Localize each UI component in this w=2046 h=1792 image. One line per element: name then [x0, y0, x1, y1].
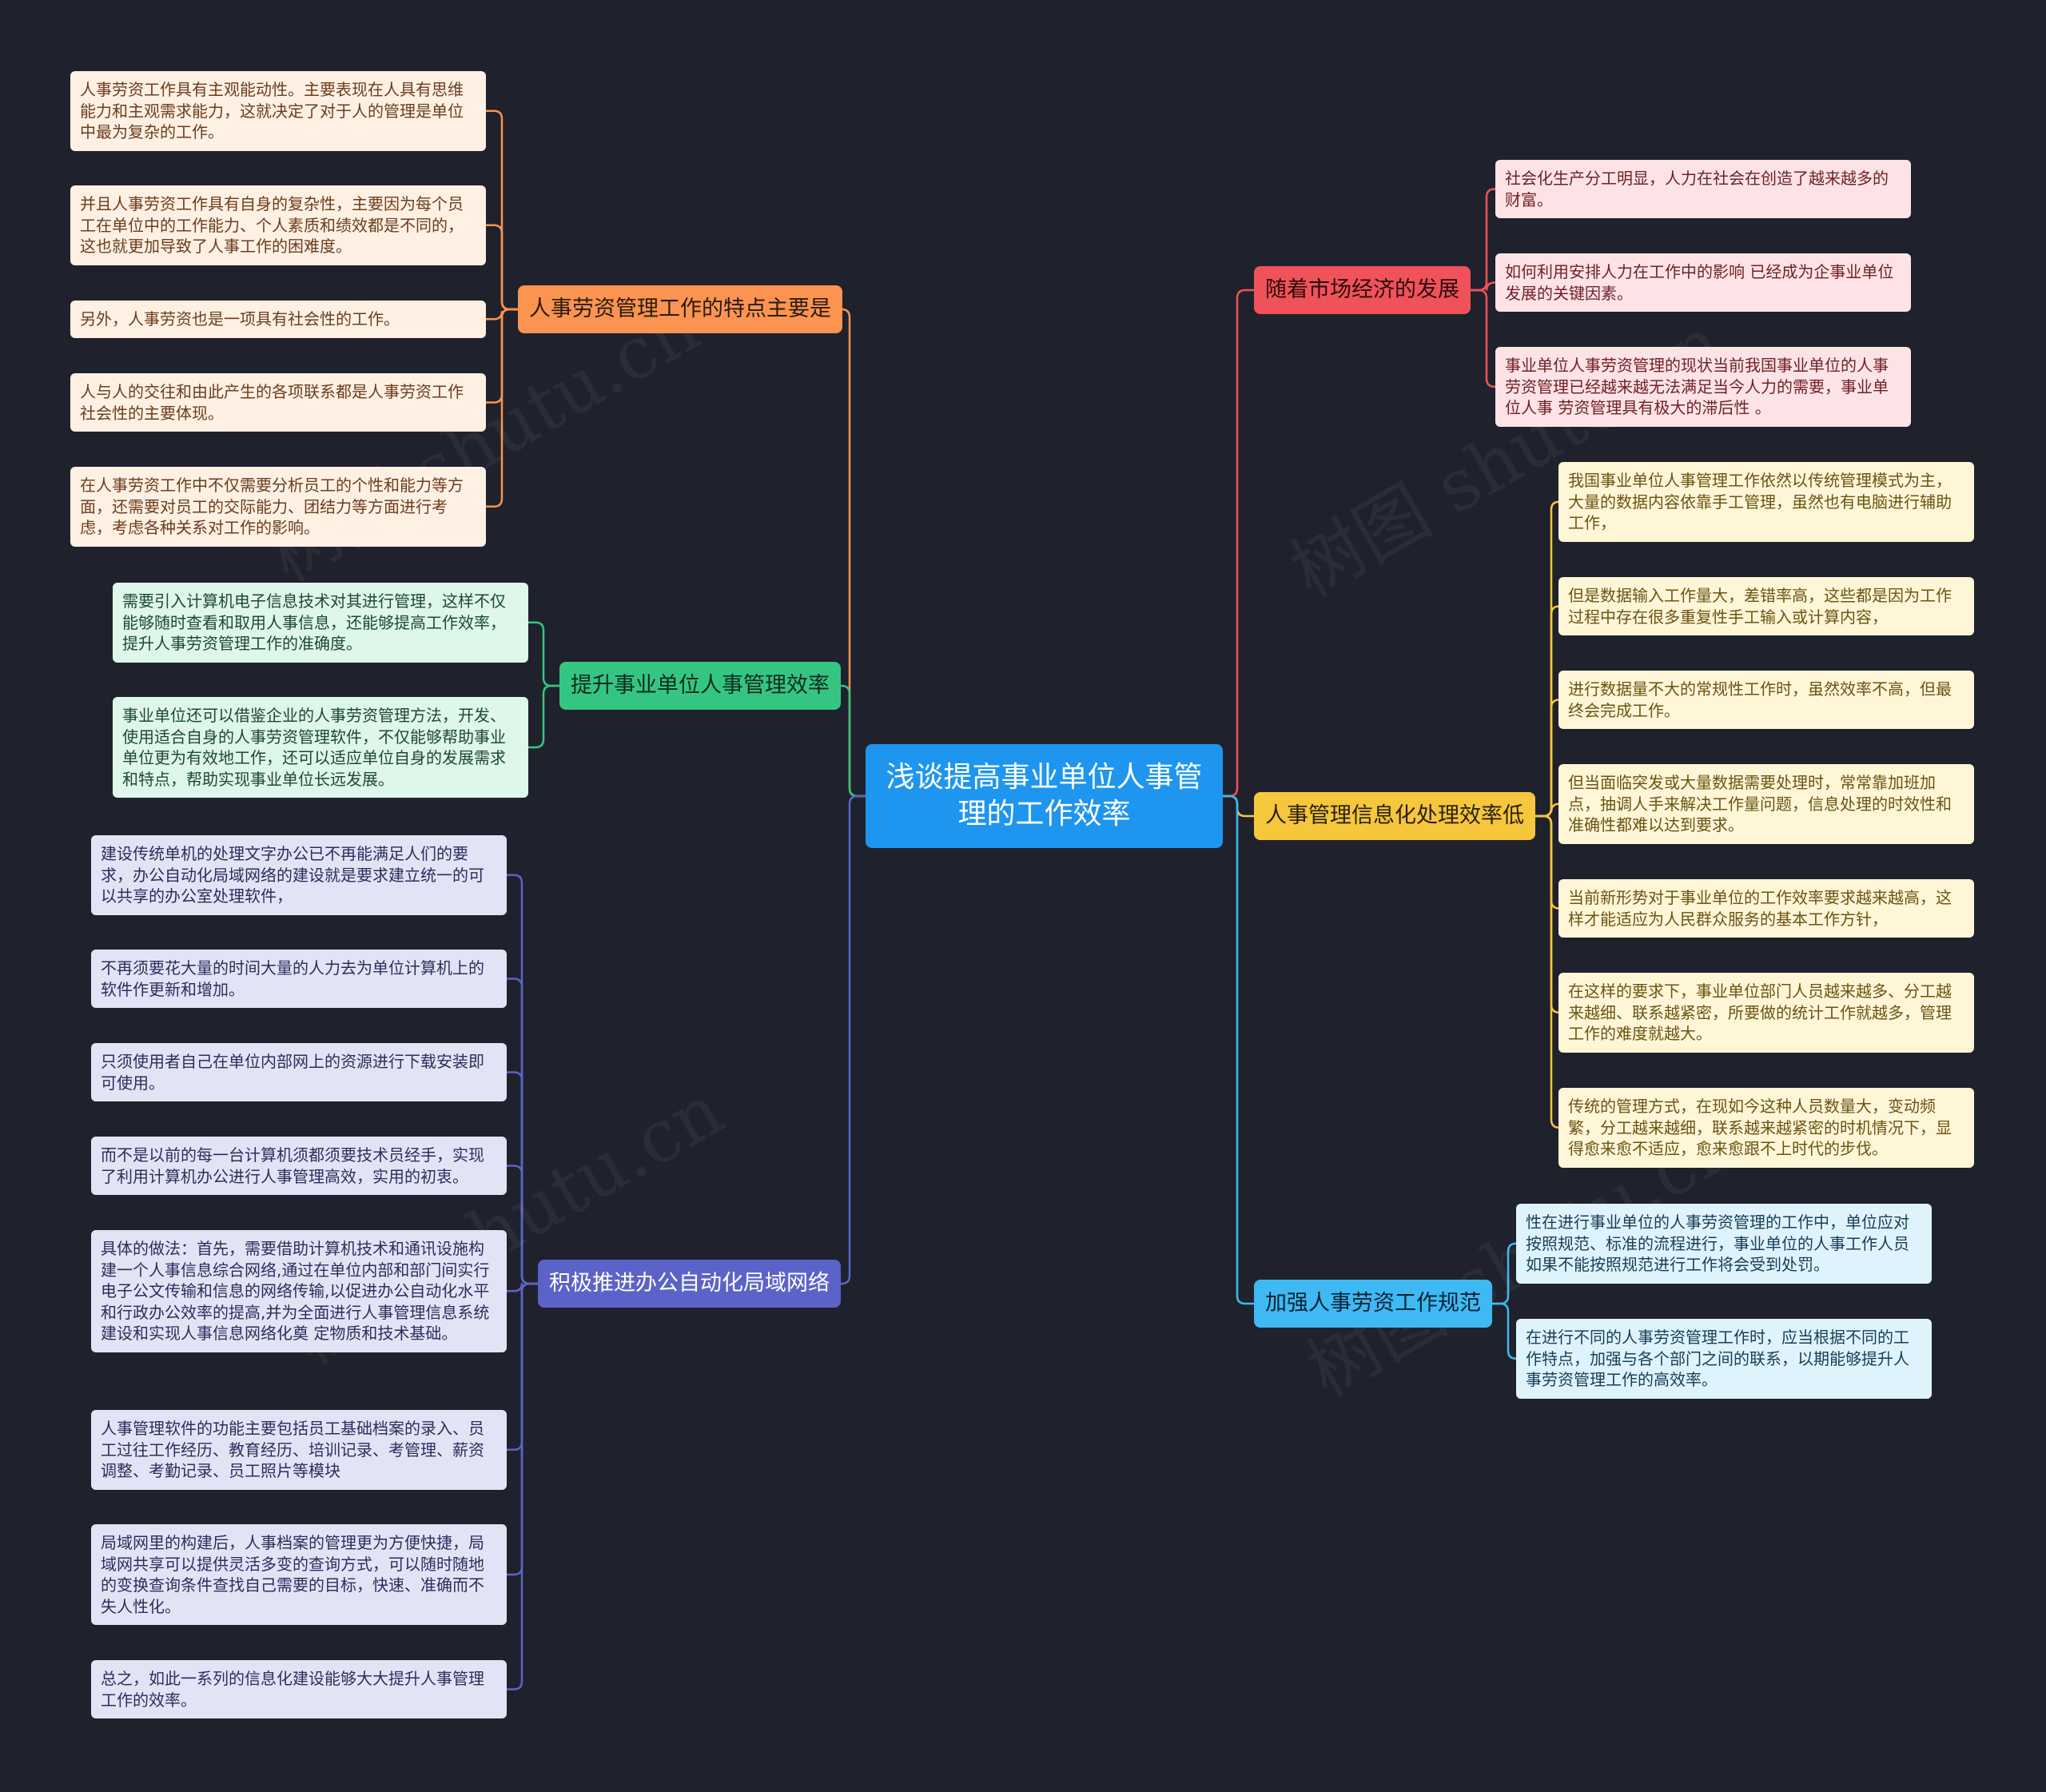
- branch-improve-label: 提升事业单位人事管理效率: [571, 673, 830, 698]
- leaf-network-3[interactable]: 只须使用者自己在单位内部网上的资源进行下载安装即可使用。: [91, 1043, 507, 1101]
- branch-network-label: 积极推进办公自动化局域网络: [549, 1271, 830, 1296]
- branch-network[interactable]: 积极推进办公自动化局域网络: [538, 1260, 841, 1308]
- leaf-improve-1[interactable]: 需要引入计算机电子信息技术对其进行管理，这样不仅能够随时查看和取用人事信息，还能…: [113, 583, 528, 663]
- branch-info-label: 人事管理信息化处理效率低: [1265, 803, 1524, 828]
- leaf-network-8[interactable]: 总之，如此一系列的信息化建设能够大大提升人事管理工作的效率。: [91, 1660, 507, 1718]
- leaf-traits-5[interactable]: 在人事劳资工作中不仅需要分析员工的个性和能力等方面，还需要对员工的交际能力、团结…: [70, 467, 486, 547]
- branch-market-label: 随着市场经济的发展: [1265, 277, 1459, 302]
- leaf-traits-3[interactable]: 另外，人事劳资也是一项具有社会性的工作。: [70, 301, 486, 338]
- branch-market[interactable]: 随着市场经济的发展: [1254, 266, 1471, 314]
- branch-norms-label: 加强人事劳资工作规范: [1265, 1291, 1481, 1316]
- root-topic[interactable]: 浅谈提高事业单位人事管理的工作效率: [866, 744, 1223, 848]
- leaf-improve-2[interactable]: 事业单位还可以借鉴企业的人事劳资管理方法，开发、使用适合自身的人事劳资管理软件，…: [113, 697, 528, 798]
- leaf-network-7[interactable]: 局域网里的构建后，人事档案的管理更为方便快捷，局域网共享可以提供灵活多变的查询方…: [91, 1524, 507, 1625]
- branch-improve[interactable]: 提升事业单位人事管理效率: [559, 662, 841, 710]
- leaf-norms-1[interactable]: 性在进行事业单位的人事劳资管理的工作中，单位应对按照规范、标准的流程进行，事业单…: [1516, 1204, 1932, 1284]
- leaf-network-2[interactable]: 不再须要花大量的时间大量的人力去为单位计算机上的软件作更新和增加。: [91, 950, 507, 1008]
- leaf-traits-1[interactable]: 人事劳资工作具有主观能动性。主要表现在人具有思维能力和主观需求能力，这就决定了对…: [70, 71, 486, 151]
- leaf-info-3[interactable]: 进行数据量不大的常规性工作时，虽然效率不高，但最终会完成工作。: [1558, 671, 1974, 729]
- leaf-info-1[interactable]: 我国事业单位人事管理工作依然以传统管理模式为主，大量的数据内容依靠手工管理，虽然…: [1558, 462, 1974, 542]
- leaf-network-5[interactable]: 具体的做法：首先，需要借助计算机技术和通讯设施构建一个人事信息综合网络,通过在单…: [91, 1230, 507, 1352]
- leaf-info-5[interactable]: 当前新形势对于事业单位的工作效率要求越来越高，这样才能适应为人民群众服务的基本工…: [1558, 879, 1974, 938]
- leaf-market-3[interactable]: 事业单位人事劳资管理的现状当前我国事业单位的人事劳资管理已经越来越无法满足当今人…: [1495, 347, 1911, 427]
- leaf-network-1[interactable]: 建设传统单机的处理文字办公已不再能满足人们的要求，办公自动化局域网络的建设就是要…: [91, 835, 507, 915]
- branch-info[interactable]: 人事管理信息化处理效率低: [1254, 792, 1535, 840]
- branch-norms[interactable]: 加强人事劳资工作规范: [1254, 1280, 1492, 1328]
- leaf-info-7[interactable]: 传统的管理方式，在现如今这种人员数量大，变动频繁，分工越来越细，联系越来越紧密的…: [1558, 1088, 1974, 1168]
- leaf-network-4[interactable]: 而不是以前的每一台计算机须都须要技术员经手，实现了利用计算机办公进行人事管理高效…: [91, 1137, 507, 1195]
- leaf-market-2[interactable]: 如何利用安排人力在工作中的影响 已经成为企事业单位发展的关键因素。: [1495, 253, 1911, 312]
- leaf-norms-2[interactable]: 在进行不同的人事劳资管理工作时，应当根据不同的工作特点，加强与各个部门之间的联系…: [1516, 1319, 1932, 1399]
- leaf-market-1[interactable]: 社会化生产分工明显，人力在社会在创造了越来越多的财富。: [1495, 160, 1911, 218]
- leaf-info-6[interactable]: 在这样的要求下，事业单位部门人员越来越多、分工越来越细、联系越紧密，所要做的统计…: [1558, 973, 1974, 1053]
- leaf-traits-4[interactable]: 人与人的交往和由此产生的各项联系都是人事劳资工作社会性的主要体现。: [70, 373, 486, 432]
- leaf-info-2[interactable]: 但是数据输入工作量大，差错率高，这些都是因为工作过程中存在很多重复性手工输入或计…: [1558, 577, 1974, 635]
- leaf-network-6[interactable]: 人事管理软件的功能主要包括员工基础档案的录入、员工过往工作经历、教育经历、培训记…: [91, 1410, 507, 1490]
- leaf-info-4[interactable]: 但当面临突发或大量数据需要处理时，常常靠加班加点，抽调人手来解决工作量问题，信息…: [1558, 764, 1974, 844]
- branch-traits[interactable]: 人事劳资管理工作的特点主要是: [518, 285, 842, 333]
- leaf-traits-2[interactable]: 并且人事劳资工作具有自身的复杂性，主要因为每个员工在单位中的工作能力、个人素质和…: [70, 185, 486, 265]
- root-topic-label: 浅谈提高事业单位人事管理的工作效率: [886, 761, 1203, 830]
- branch-traits-label: 人事劳资管理工作的特点主要是: [529, 297, 831, 321]
